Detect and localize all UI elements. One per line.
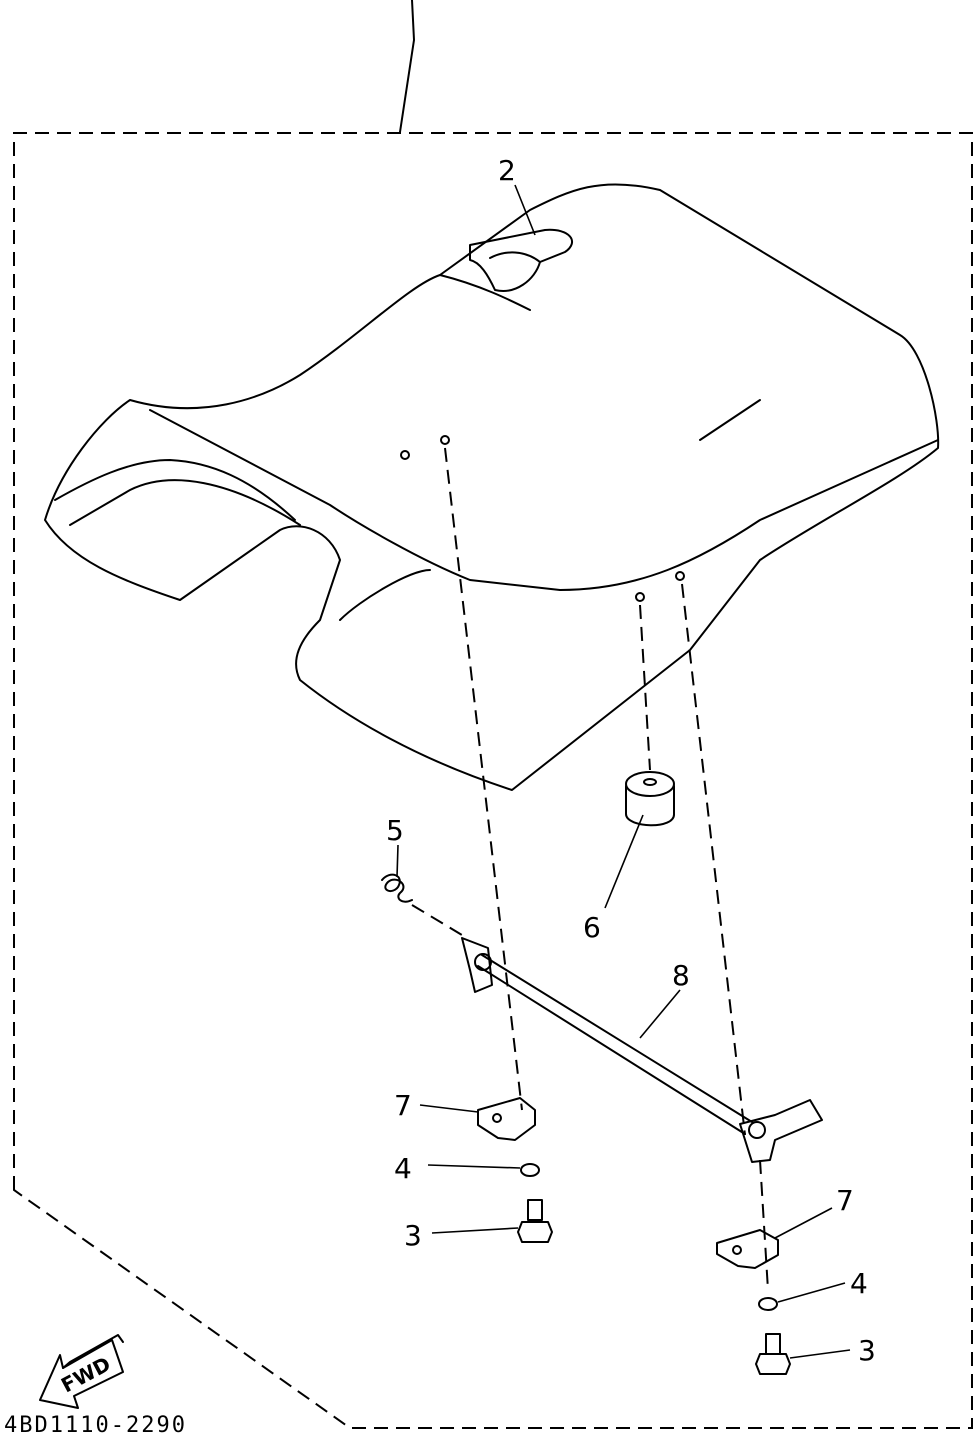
leader-8 [639,989,681,1039]
bolt-head [755,1353,791,1375]
rod-bottom [477,965,746,1135]
callout-5: 5 [386,814,404,847]
damper-top [625,771,675,797]
seat [44,183,940,791]
damper-body [625,785,676,827]
seat-edge [149,409,939,591]
mounting-lines [400,435,769,1291]
mount-line [759,1159,769,1291]
callout-4b: 4 [850,1267,868,1300]
callout-7a: 7 [394,1089,412,1122]
callout-3b: 3 [858,1334,876,1367]
rod-top [481,954,753,1123]
assembly-boundary [13,132,973,1429]
leader-3a [431,1227,519,1234]
callout-2: 2 [498,154,516,187]
rod-end-left [474,953,492,971]
seat-outline [44,183,940,791]
fwd-arrow-shape [39,1339,124,1409]
callout-3a: 3 [404,1219,422,1252]
washer-4b [758,1297,778,1311]
seat-lip [54,459,296,521]
bracket-hole [492,1113,502,1123]
leader-2 [514,184,536,236]
seat-mark [699,399,761,441]
leader-5 [396,844,399,878]
rod-bracket-right [739,1099,823,1163]
rod-8 [461,937,823,1163]
seat-front-crease [339,569,431,621]
leader-7a [419,1104,479,1113]
spring-5 [381,873,463,936]
seat-hook [469,228,573,292]
mount-hole [635,592,645,602]
bracket-body [716,1229,779,1269]
bolt-shank [527,1199,543,1221]
mount-hole [675,571,685,581]
mount-line [444,447,523,1111]
rod-bracket-left [461,937,493,993]
leader-6 [604,814,644,909]
seat-step [439,274,531,311]
washer-4a [520,1163,540,1177]
spring-line [411,904,463,936]
damper-6 [625,771,676,827]
leader-7b [774,1207,833,1239]
bracket-7b [716,1229,779,1269]
mount-line [639,604,651,771]
damper-hole [643,778,657,786]
mount-hole [440,435,450,445]
mount-hole [400,450,410,460]
bolt-3b [755,1333,791,1375]
callout-leaders [396,184,851,1359]
reference-code: 4BD1110-2290 [4,1413,187,1437]
fwd-arrow-depth [62,1334,124,1369]
bolt-3a [517,1199,553,1243]
seat-lip-inner [69,479,301,526]
rod-end-right [748,1121,766,1139]
callout-8: 8 [672,959,690,992]
bolt-shank [765,1333,781,1355]
callout-4a: 4 [394,1152,412,1185]
leader-3b [789,1349,851,1359]
spring-coil [381,873,413,903]
fwd-arrow: FWD [39,1334,124,1409]
leader-4a [427,1164,521,1169]
bolt-head [517,1221,553,1243]
callout-6: 6 [583,911,601,944]
seat-hook-edge [489,251,541,263]
bracket-hole [732,1245,742,1255]
leader-4b [777,1282,846,1303]
bracket-body [477,1097,536,1141]
leader-1 [399,0,415,133]
callout-7b: 7 [836,1184,854,1217]
bracket-7a [477,1097,536,1141]
mount-line [681,583,746,1136]
